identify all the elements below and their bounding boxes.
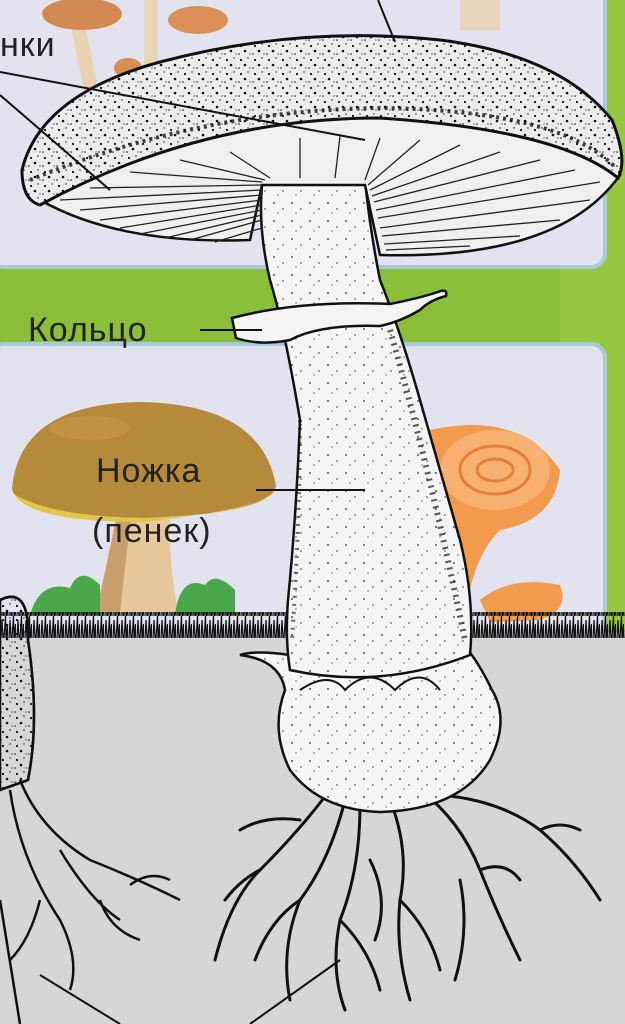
label-stem-note: (пенек) (92, 514, 212, 548)
label-gills: нки (0, 28, 56, 62)
label-stem: Ножка (96, 454, 201, 488)
label-ring: Кольцо (28, 313, 148, 347)
